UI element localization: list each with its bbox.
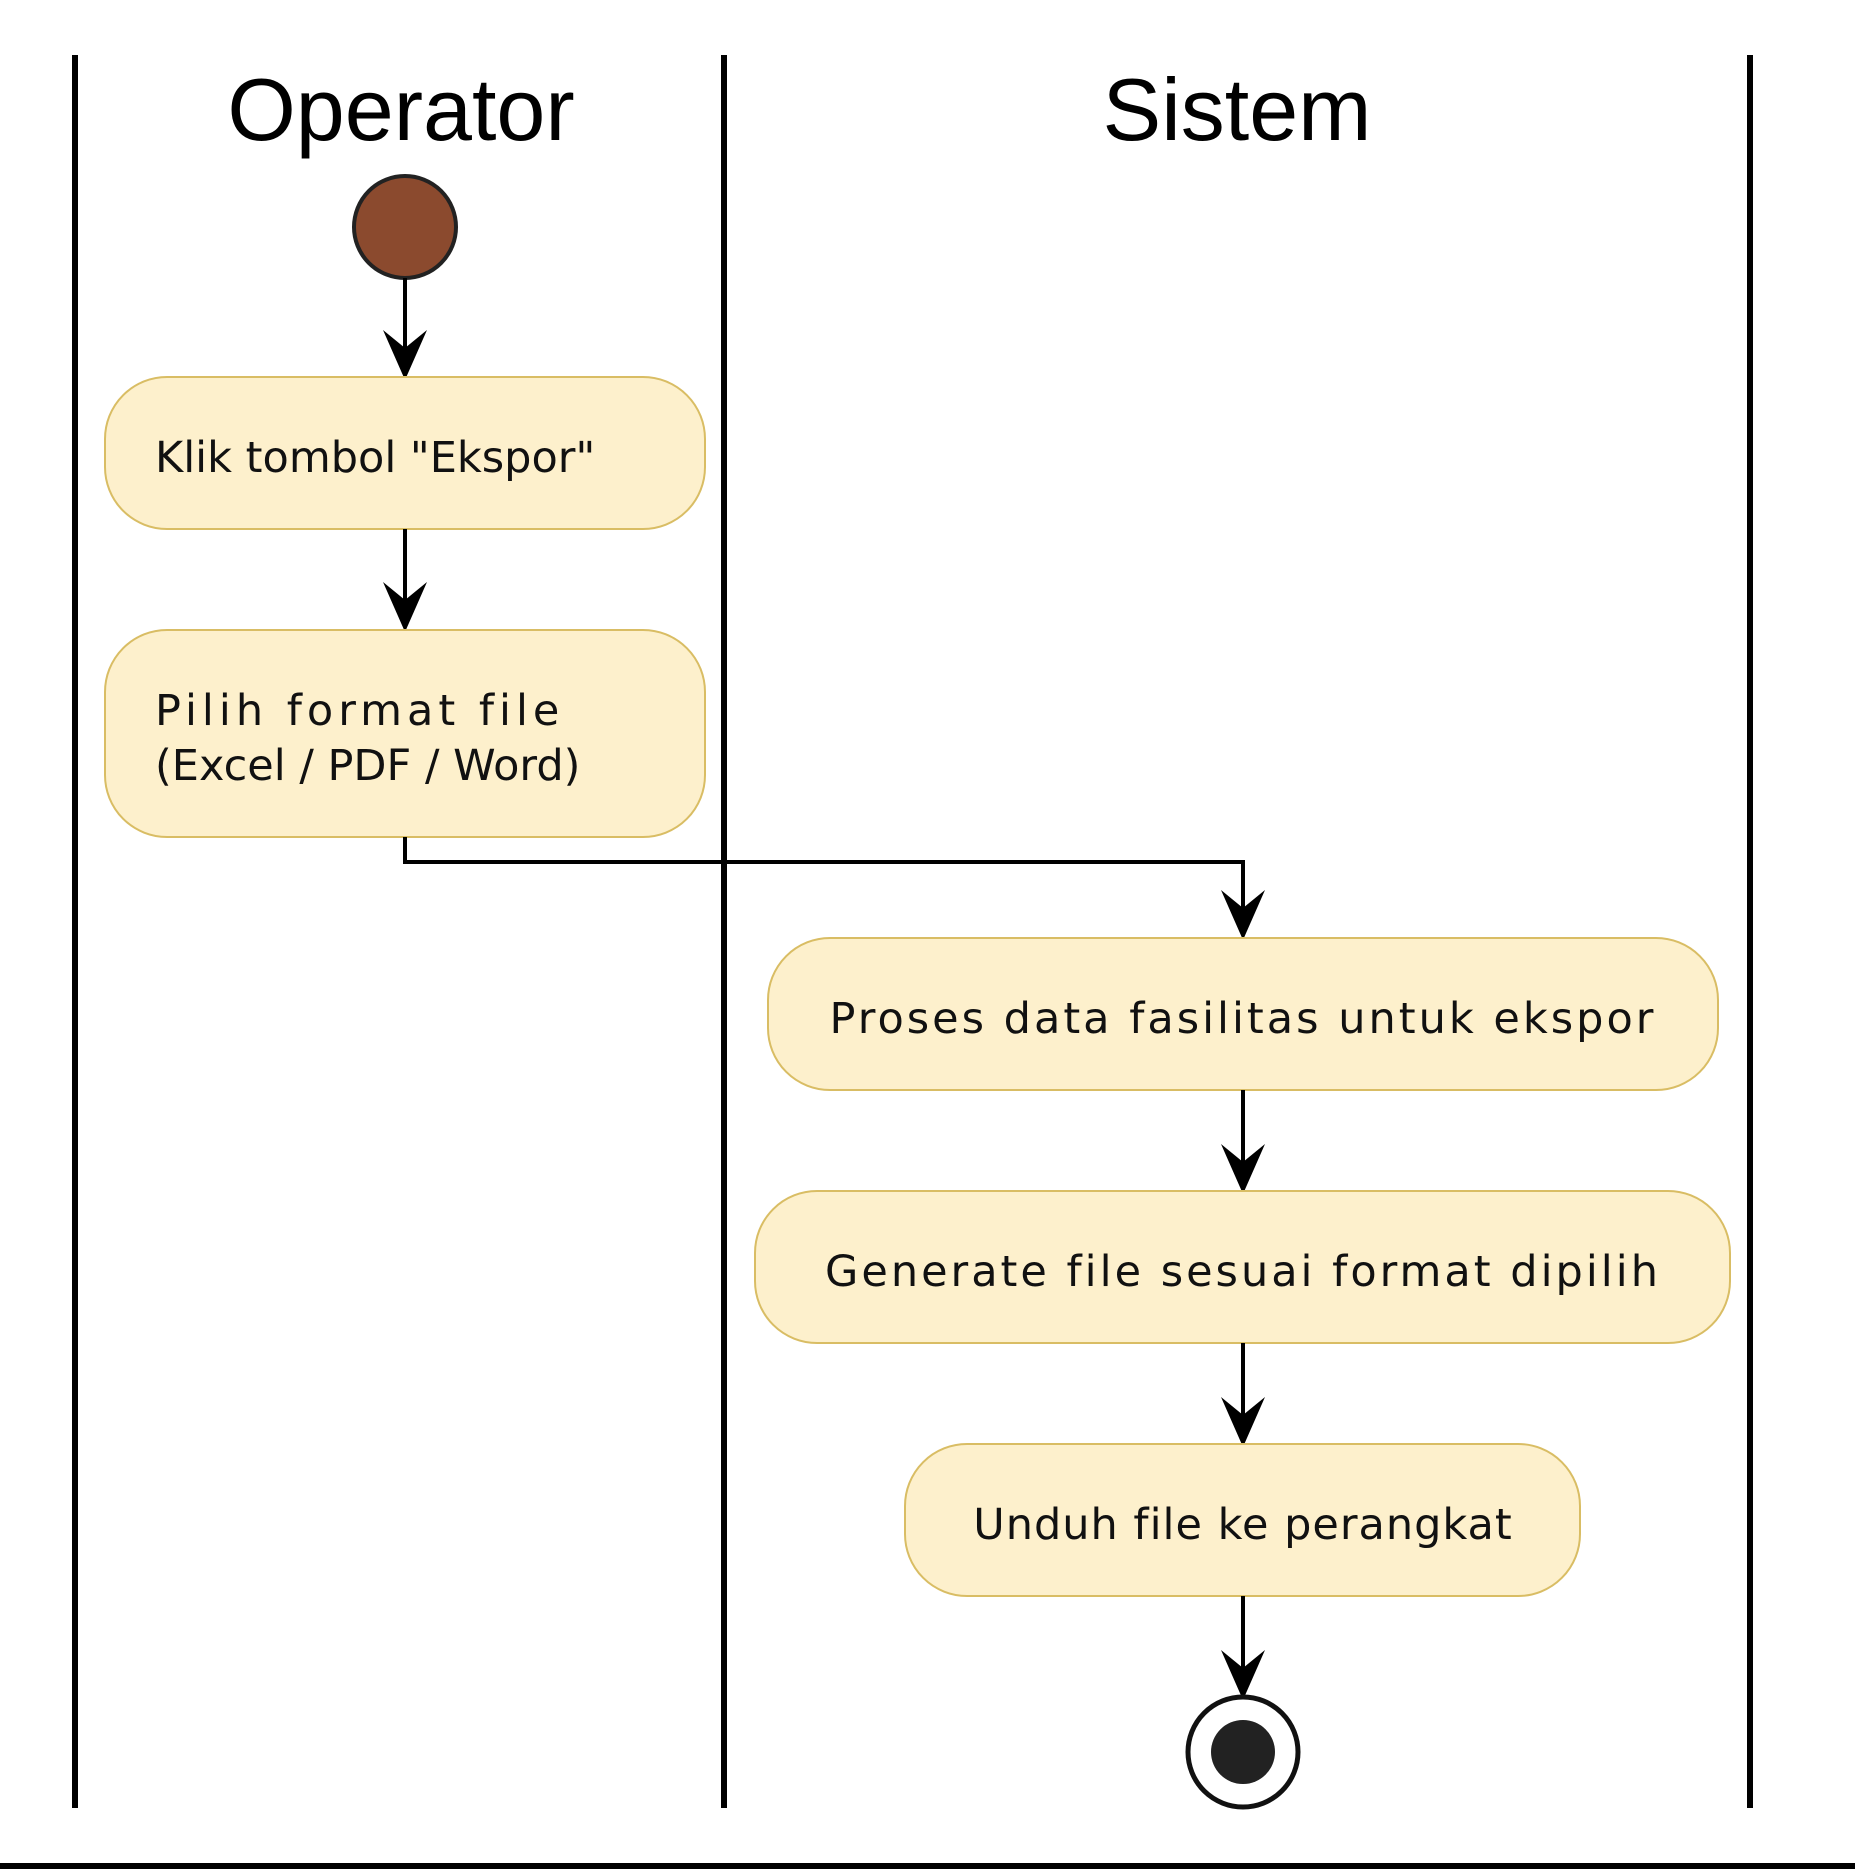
end-node-core [1211,1720,1275,1784]
arrow-head [1221,1397,1265,1447]
activity-proses-data-fasilitas: Proses data fasilitas untuk ekspor [767,937,1719,1091]
arrow-head [383,330,427,380]
flow-pilih-to-proses [403,837,1245,918]
activity-label: Klik tombol "Ekspor" [155,433,595,483]
arrow-head [383,582,427,632]
activity-label: Generate file sesuai format dipilih [825,1247,1661,1297]
arrow-head [1221,890,1265,940]
activity-klik-tombol-ekspor: Klik tombol "Ekspor" [104,376,706,530]
activity-label-line-2: (Excel / PDF / Word) [155,741,580,791]
activity-label: Unduh file ke perangkat [973,1500,1513,1550]
activity-generate-file: Generate file sesuai format dipilih [754,1190,1731,1344]
activity-unduh-file: Unduh file ke perangkat [904,1443,1581,1597]
activity-label-line-1: Pilih format file [155,686,564,736]
end-node [1185,1694,1301,1810]
start-node [352,174,458,280]
swimlane-title-sistem: Sistem [1103,60,1372,159]
swimlane-title-operator: Operator [227,60,574,159]
arrow-head [1221,1650,1265,1700]
activity-pilih-format-file: Pilih format file (Excel / PDF / Word) [104,629,706,838]
activity-label: Proses data fasilitas untuk ekspor [830,994,1657,1044]
arrow-head [1221,1144,1265,1194]
